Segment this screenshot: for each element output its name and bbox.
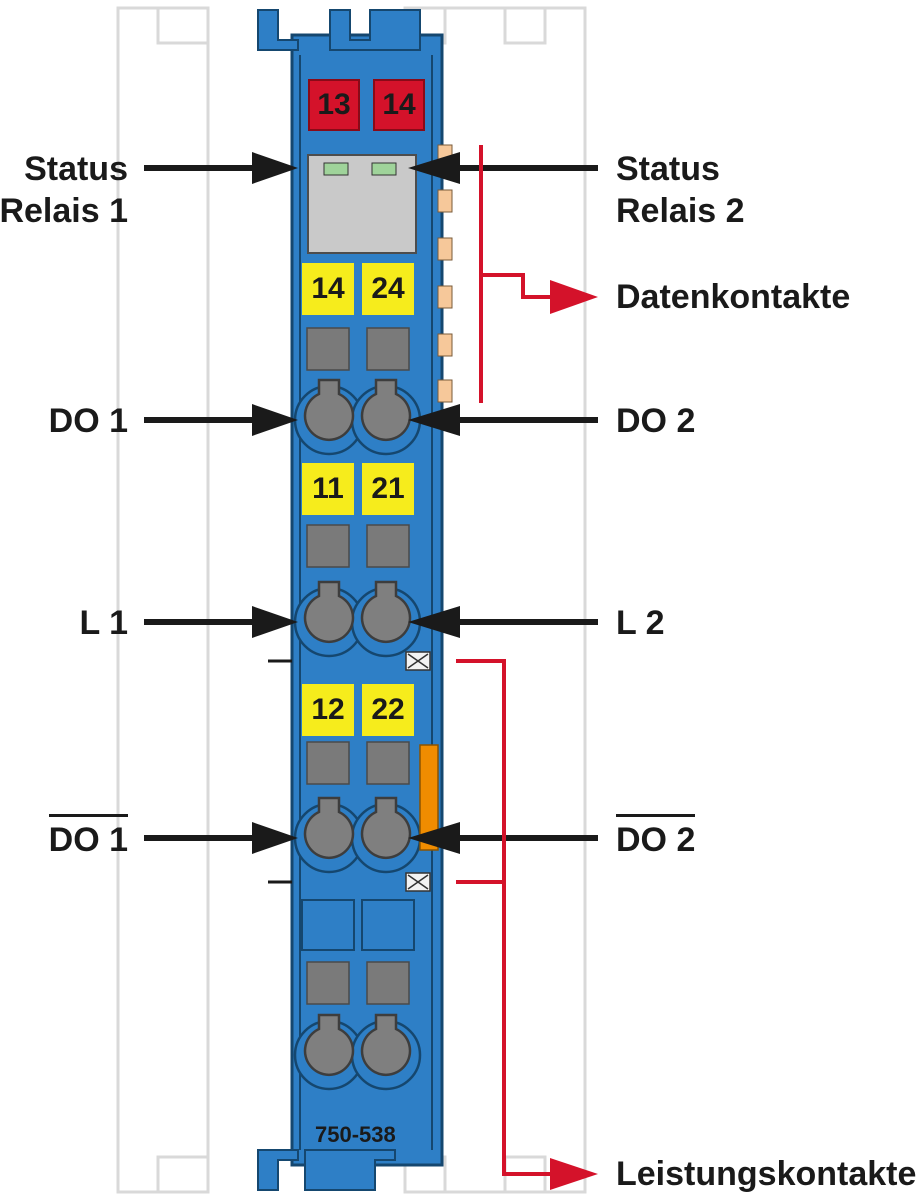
status-relay-2-label: Status Relais 2 [616, 148, 745, 232]
l1-label: L 1 [79, 604, 128, 642]
data-contacts-label: Datenkontakte [616, 278, 851, 316]
blank-markers [301, 899, 415, 951]
power-contacts-label: Leistungskontakte [616, 1155, 917, 1193]
relay-tag-13: 13 [308, 79, 360, 131]
data-contacts-arrowhead [550, 280, 598, 314]
din-rail-outline [116, 6, 587, 1194]
led-window [307, 154, 417, 254]
clamp-openings [293, 378, 422, 1091]
do1-label: DO 1 [48, 402, 128, 440]
l2-label: L 2 [616, 604, 665, 642]
power-contacts-arrowhead [550, 1158, 598, 1190]
terminal-tag-24: 24 [362, 263, 414, 315]
data-contacts-bracket [479, 145, 551, 403]
relay-tag-14: 14 [373, 79, 425, 131]
status-relay-1-line-1: Status [24, 150, 128, 188]
black-arrows [144, 152, 598, 854]
data-contacts [437, 144, 453, 403]
status-relay-2-line-2: Relais 2 [616, 192, 745, 230]
part-number: 750-538 [315, 1122, 396, 1147]
terminal-tag-14: 14 [302, 263, 354, 315]
power-contacts-bracket [456, 659, 552, 1176]
terminal-tag-12: 12 [302, 684, 354, 736]
power-contacts [268, 651, 439, 892]
status-relay-1-line-2: Relais 1 [0, 192, 128, 230]
terminal-tag-21: 21 [362, 463, 414, 515]
do2-inverted-label: DO 2 [616, 814, 696, 861]
release-buttons [306, 327, 410, 1005]
status-relay-1-label: Status Relais 1 [0, 148, 128, 232]
status-relay-2-line-1: Status [616, 150, 720, 188]
terminal-tag-11: 11 [302, 463, 354, 515]
do2-label: DO 2 [616, 402, 696, 440]
terminal-tag-22: 22 [362, 684, 414, 736]
do1-inverted-label: DO 1 [48, 814, 128, 861]
